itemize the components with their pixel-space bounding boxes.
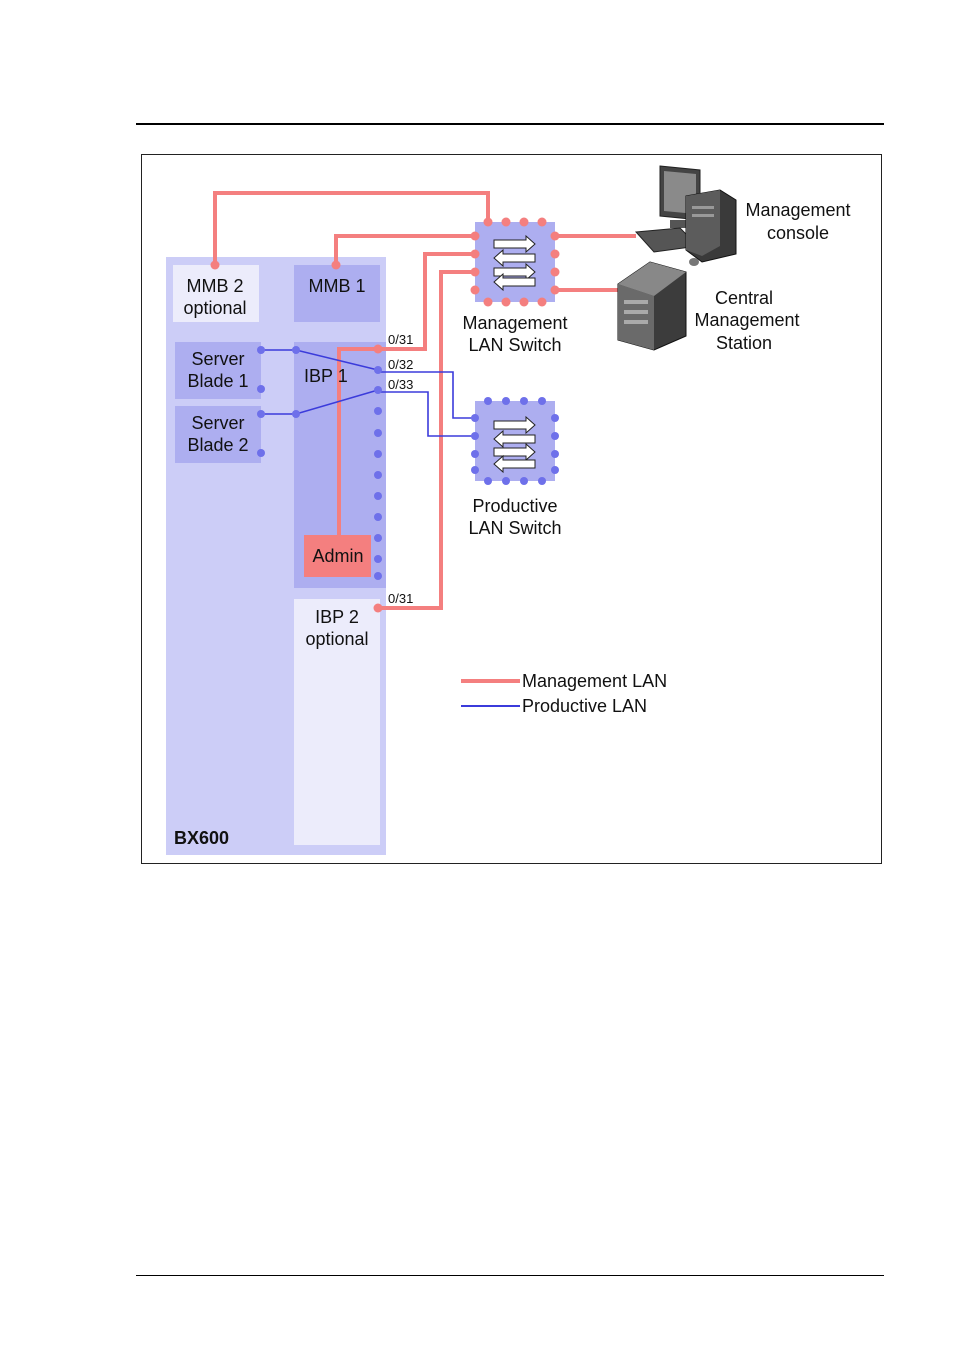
station-label-line2: Management bbox=[694, 310, 799, 330]
port-label-ibp1-31: 0/31 bbox=[388, 332, 413, 347]
footer-rule bbox=[136, 1275, 884, 1276]
server-blade-1-label-line1: Server bbox=[191, 349, 244, 369]
console-label-line2: console bbox=[767, 223, 829, 243]
port-label-ibp2-31: 0/31 bbox=[388, 591, 413, 606]
mmb2-optional-label: optional bbox=[183, 298, 246, 318]
mmb1-label: MMB 1 bbox=[308, 276, 365, 296]
server-tower-icon bbox=[618, 262, 686, 350]
legend-label-productive: Productive LAN bbox=[522, 696, 647, 716]
ibp1-label: IBP 1 bbox=[304, 366, 348, 386]
management-switch-label-line2: LAN Switch bbox=[468, 335, 561, 355]
legend: Management LAN Productive LAN bbox=[461, 671, 667, 716]
ibp1-port33-link bbox=[378, 392, 475, 436]
port-label-ibp1-33: 0/33 bbox=[388, 377, 413, 392]
ibp2-optional-label: optional bbox=[305, 629, 368, 649]
management-switch-label-line1: Management bbox=[462, 313, 567, 333]
computer-icon bbox=[636, 166, 736, 266]
server-blade-2-label-line2: Blade 2 bbox=[187, 435, 248, 455]
port-label-ibp1-32: 0/32 bbox=[388, 357, 413, 372]
productive-switch-label-line2: LAN Switch bbox=[468, 518, 561, 538]
console-label-line1: Management bbox=[745, 200, 850, 220]
server-blade-2-label-line1: Server bbox=[191, 413, 244, 433]
legend-label-management: Management LAN bbox=[522, 671, 667, 691]
admin-label: Admin bbox=[312, 546, 363, 566]
productive-switch-label-line1: Productive bbox=[472, 496, 557, 516]
server-blade-1-label-line2: Blade 1 bbox=[187, 371, 248, 391]
station-label-line3: Station bbox=[716, 333, 772, 353]
mmb2-label: MMB 2 bbox=[186, 276, 243, 296]
ibp2-label: IBP 2 bbox=[315, 607, 359, 627]
management-switch bbox=[471, 218, 560, 307]
station-label-line1: Central bbox=[715, 288, 773, 308]
chassis-label: BX600 bbox=[174, 828, 229, 848]
productive-switch bbox=[471, 397, 559, 485]
